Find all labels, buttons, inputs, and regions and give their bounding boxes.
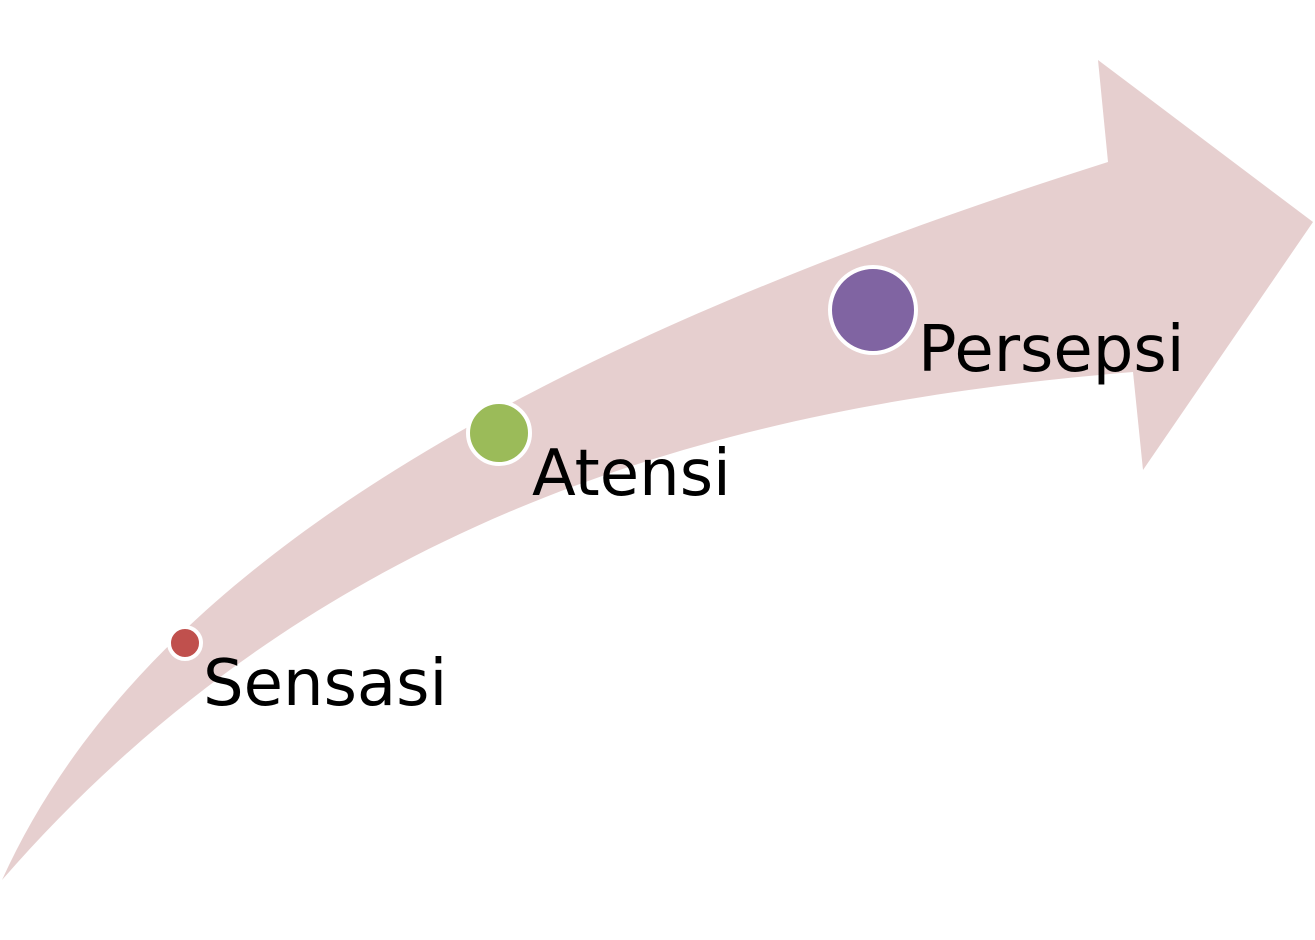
curved-arrow-shape	[2, 60, 1313, 880]
persepsi-label: Persepsi	[918, 313, 1185, 387]
sensasi-marker-dot	[167, 625, 203, 661]
atensi-marker-dot	[466, 400, 532, 466]
sensasi-label: Sensasi	[203, 647, 448, 721]
persepsi-marker-dot	[828, 265, 918, 355]
atensi-label: Atensi	[532, 437, 731, 511]
